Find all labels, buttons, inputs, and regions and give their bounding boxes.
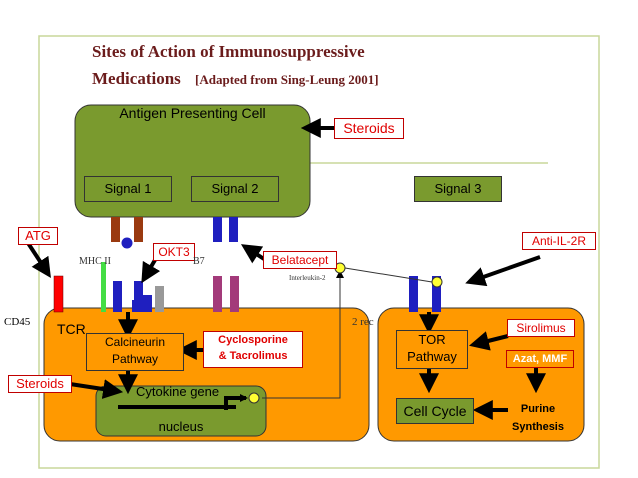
tor-pathway-box: TOR Pathway	[396, 330, 468, 369]
signal-2-box: Signal 2	[191, 176, 279, 202]
b7-label: B7	[193, 256, 205, 267]
tcr-chain-2	[134, 281, 143, 312]
title-line-1: Sites of Action of Immunosuppressive	[92, 42, 365, 61]
il2-binding-line	[344, 267, 433, 283]
steroids-left-label: Steroids	[8, 375, 72, 393]
promoter-arrow	[224, 394, 248, 410]
atg-label: ATG	[18, 227, 58, 245]
okt3-label: OKT3	[153, 243, 195, 261]
slide-frame	[38, 35, 600, 469]
anti-il2r-arrow	[465, 255, 541, 287]
interleukin-2-label: Interleukin-2	[289, 274, 326, 282]
mhc-ii-alpha	[111, 217, 120, 242]
gene-marker	[248, 392, 260, 404]
cd28-left	[213, 276, 222, 312]
title-citation: [Adapted from Sing-Leung 2001]	[195, 72, 379, 87]
purine-line-1: Purine	[520, 403, 556, 415]
tor-line-2: Pathway	[407, 349, 457, 364]
cd45-label: CD45	[4, 316, 31, 328]
calcineurin-line-2: Pathway	[111, 352, 159, 366]
steroids-top-label: Steroids	[334, 118, 404, 139]
apc-label: Antigen Presenting Cell	[119, 105, 266, 121]
cyclosporine-line-2: & Tacrolimus	[218, 350, 288, 362]
tcr-label: TCR	[57, 321, 86, 337]
sirolimus-label: Sirolimus	[507, 319, 575, 337]
title-line-2: Medications [Adapted from Sing-Leung 200…	[92, 69, 379, 89]
il2-secretion-line	[262, 270, 344, 399]
calcineurin-pathway-box: Calcineurin Pathway	[86, 333, 184, 371]
tcr-chain-1	[113, 281, 122, 312]
okt3-arrow	[141, 258, 161, 284]
cd4-coreceptor	[101, 262, 106, 312]
purine-synthesis-label: Purine Synthesis	[505, 400, 571, 436]
cd28-right	[230, 276, 239, 312]
nucleus-label: nucleus	[158, 419, 204, 434]
il2r-left	[409, 276, 418, 312]
cd3-1	[143, 295, 152, 312]
cd3-gray	[155, 286, 164, 312]
signal-1-box: Signal 1	[84, 176, 172, 202]
cd3-2	[132, 300, 141, 312]
cd45-receptor	[53, 275, 64, 313]
cytokine-gene-label: Cytokine gene	[136, 384, 220, 399]
mhc-ii-beta	[134, 217, 143, 242]
nucleus-shape	[95, 385, 267, 437]
azat-mmf-label: Azat, MMF	[506, 350, 574, 368]
il2r-bound-ligand	[431, 276, 443, 288]
il2r-right	[432, 276, 441, 312]
antigen-peptide	[121, 237, 133, 249]
sirolimus-arrow	[469, 331, 509, 351]
purine-line-2: Synthesis	[512, 421, 564, 433]
anti-il2r-label: Anti-IL-2R	[522, 232, 596, 250]
il2-rec-label: 2 rec	[352, 316, 374, 328]
cyclosporine-tacrolimus-box: Cyclosporine & Tacrolimus	[203, 331, 303, 368]
belatacept-arrow	[240, 244, 266, 264]
signal-3-box: Signal 3	[414, 176, 502, 202]
belatacept-label: Belatacept	[263, 251, 337, 269]
atg-arrow	[26, 241, 51, 279]
b7-left	[213, 217, 222, 242]
b7-right	[229, 217, 238, 242]
cell-cycle-box: Cell Cycle	[396, 398, 474, 424]
steroids-left-arrow	[69, 379, 124, 399]
mhc-ii-label: MHC II	[79, 256, 111, 267]
tor-line-1: TOR	[418, 332, 446, 347]
cyclosporine-line-1: Cyclosporine	[218, 334, 288, 346]
calcineurin-line-1: Calcineurin	[104, 335, 166, 349]
title-line-2-main: Medications	[92, 69, 181, 88]
